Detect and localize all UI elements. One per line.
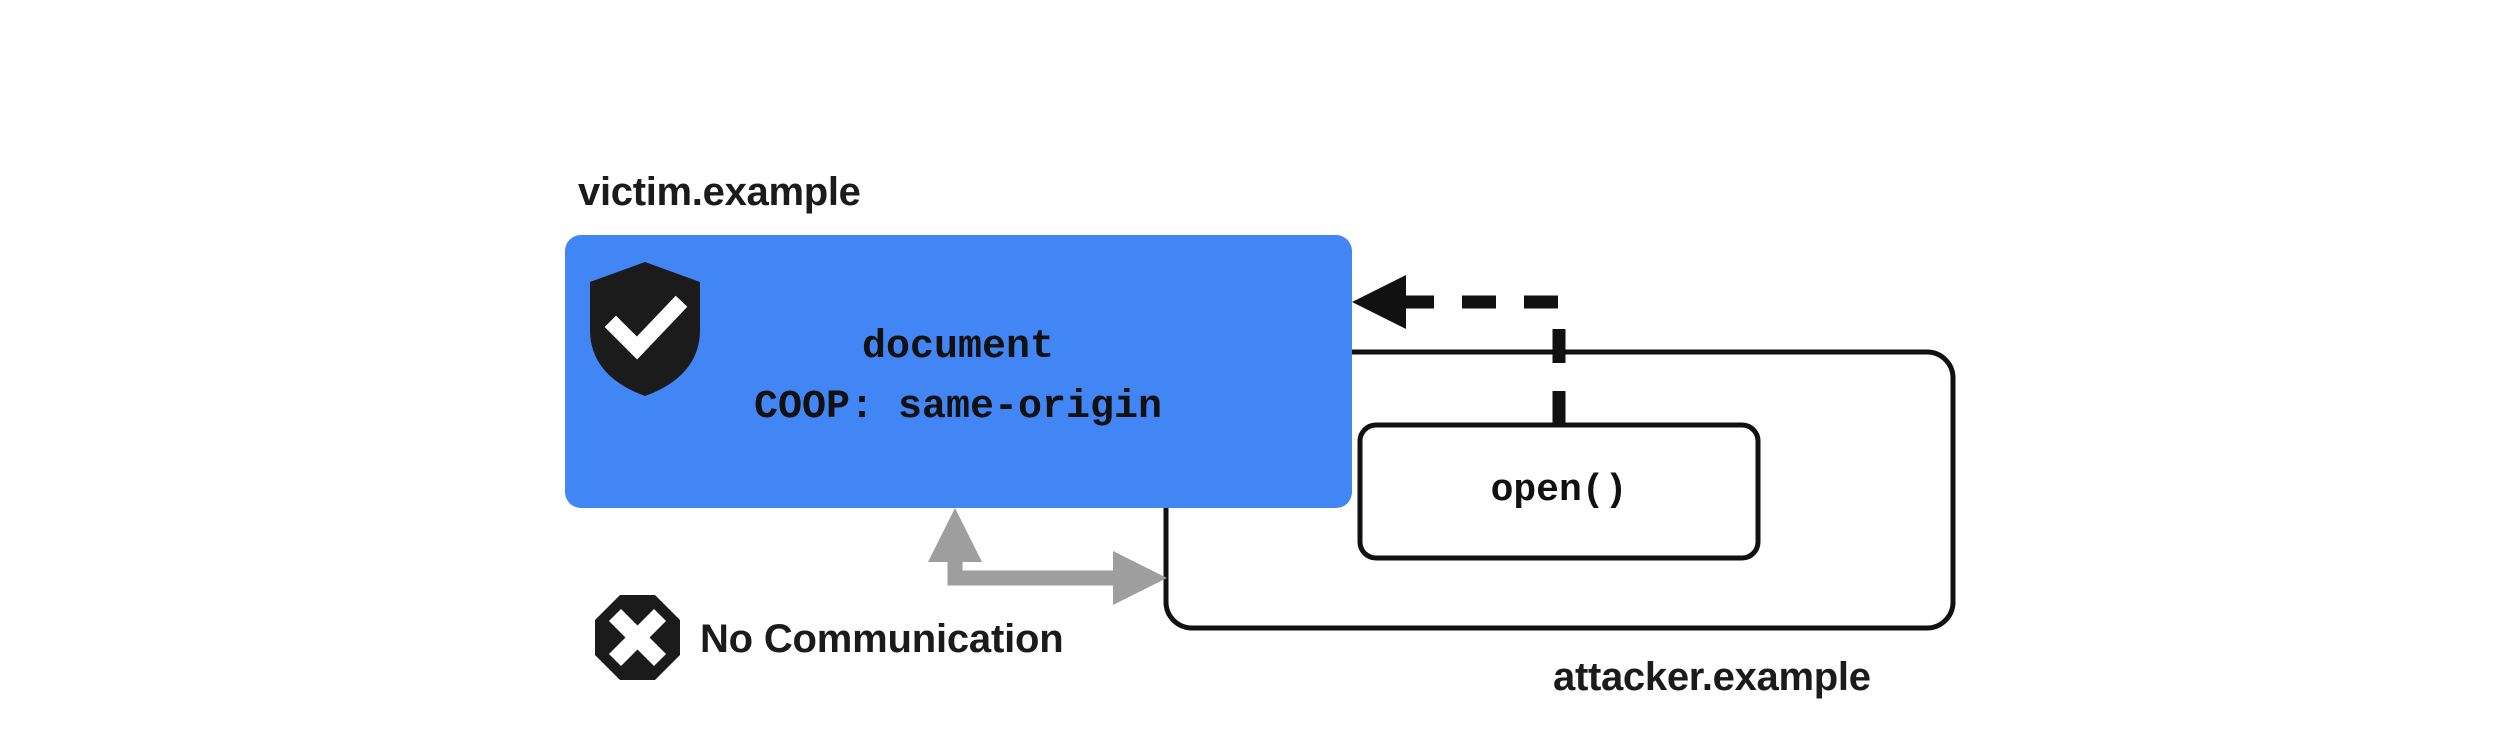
victim-origin-box: [565, 235, 1352, 508]
victim-origin-label: victim.example: [578, 170, 861, 214]
open-dashed-arrow-head: [1352, 275, 1406, 329]
octagon-x-icon: [595, 595, 680, 680]
shield-check-icon: [590, 262, 700, 396]
open-dashed-arrow-line: [1403, 295, 1566, 425]
no-communication-arrow-line: [947, 530, 1140, 586]
no-communication-arrow-head-right: [1113, 551, 1167, 605]
victim-coop-label: COOP: same-origin: [754, 385, 1162, 430]
no-communication-arrow-head-up: [928, 508, 982, 562]
attacker-origin-label: attacker.example: [1553, 655, 1871, 699]
open-call-label: open(): [1491, 469, 1628, 512]
no-communication-label: No Communication: [700, 617, 1063, 661]
victim-document-label: document: [862, 325, 1054, 370]
